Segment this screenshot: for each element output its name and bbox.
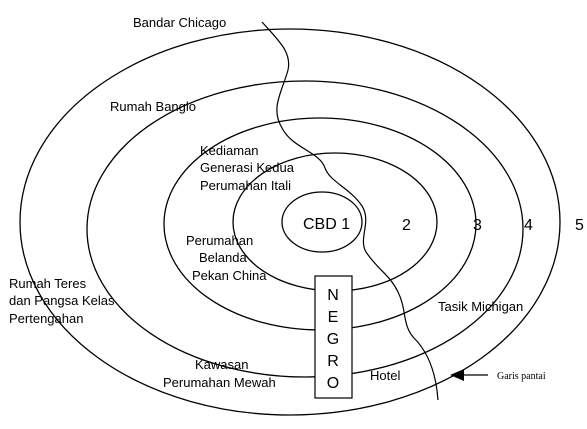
zone-4-label: 4	[524, 217, 533, 234]
negro-box	[314, 275, 353, 399]
dutch-line2: Belanda	[199, 250, 247, 265]
zone-2-label: 2	[402, 217, 411, 234]
zone-1-label: CBD 1	[303, 216, 350, 233]
terrace-line1: Rumah Teres	[9, 276, 87, 291]
zone-5-label: 5	[575, 217, 584, 234]
second-gen-line1: Kediaman	[200, 143, 259, 158]
second-gen-line2: Generasi Kedua	[200, 160, 295, 175]
dutch-line3: Pekan China	[192, 268, 267, 283]
luxury-line1: Kawasan	[195, 357, 248, 372]
zone-4-ring	[86, 80, 524, 378]
zone-5-ring	[19, 28, 561, 416]
dutch-line1: Perumahan	[186, 233, 253, 248]
coastline-arrow-head	[450, 369, 464, 381]
second-gen-line3: Perumahan Itali	[200, 178, 291, 193]
luxury-line2: Perumahan Mewah	[163, 375, 276, 390]
zone-1-cbd-ring	[281, 191, 363, 253]
zone-3-label: 3	[473, 217, 482, 234]
city-title: Bandar Chicago	[133, 15, 226, 30]
terrace-line2: dan Pangsa Kelas	[9, 293, 115, 308]
negro-letter-g: G	[327, 331, 339, 348]
hotel-label: Hotel	[370, 368, 400, 383]
negro-letter-n: N	[327, 287, 339, 304]
negro-letter-e: E	[328, 309, 339, 326]
terrace-line3: Pertengahan	[9, 311, 83, 326]
negro-letter-r: R	[327, 353, 339, 370]
coastline-path	[261, 21, 439, 401]
coastline-label: Garis pantai	[497, 371, 546, 382]
negro-letter-o: O	[327, 375, 339, 392]
bungalow-label: Rumah Banglo	[110, 99, 196, 114]
lake-label: Tasik Michigan	[438, 299, 523, 314]
